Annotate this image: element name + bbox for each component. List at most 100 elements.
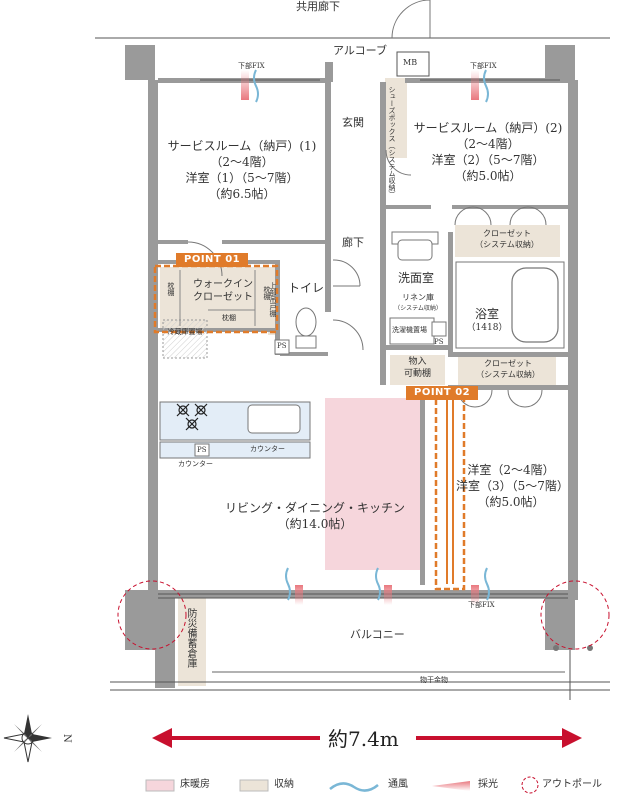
mb-label: MB [403, 58, 418, 67]
balcony-posts [553, 645, 593, 651]
point2-rail [446, 400, 454, 584]
point1-badge: POINT 01 [176, 253, 249, 267]
legend-swatches [145, 776, 539, 794]
balcony-label: バルコニー [350, 628, 405, 641]
service2-line1: サービスルーム（納戸）(2) [413, 121, 563, 135]
walkin-shelves [179, 270, 256, 326]
toilet-tank [295, 335, 317, 349]
toilet-shelf-label: 上部吊戸棚 [269, 282, 277, 317]
walkin-line1: ウォークイン [193, 279, 253, 290]
hanger-label: 物干金物 [420, 676, 448, 684]
service1-line1: サービスルーム（納戸）(1) [167, 139, 317, 153]
point2-badge: POINT 02 [406, 386, 479, 400]
corridor-label: 共用廊下 [296, 0, 340, 13]
storage-small-line1: 物入 [408, 357, 427, 367]
legend-ventilation: 通風 [388, 779, 408, 790]
mb-box [396, 51, 430, 77]
washer-place [389, 317, 435, 345]
linen-line2: （システム収納） [394, 305, 442, 312]
legend-outpole: アウトポール [542, 779, 602, 790]
entrance-label: 玄関 [342, 116, 364, 129]
bedroom3-line1: 洋室（2〜4階） [467, 463, 555, 477]
storage-small-line2: 可動棚 [403, 369, 431, 379]
closet2-area [458, 355, 556, 387]
daylight-arrows [241, 70, 479, 605]
floor-heating-area [325, 398, 425, 570]
fix-right-label: 下部FIX [470, 62, 497, 70]
point1-frame [153, 264, 279, 334]
service1-line4: （約6.5帖） [208, 187, 276, 201]
closet1-line2: （システム収納） [475, 240, 539, 249]
walkin-line2: クローゼット [193, 292, 253, 303]
legend-daylight: 採光 [478, 779, 498, 790]
fridge-space [162, 319, 208, 359]
bath-line2: （1418） [466, 323, 508, 333]
ps1-label: PS [277, 342, 287, 350]
closet-doors-top [454, 206, 547, 226]
stove-icon [176, 403, 208, 431]
walkin-shelf-bottom: 枕棚 [222, 314, 236, 322]
service2-line3: 洋室（2）（5〜7階） [431, 153, 545, 167]
walkin-shelf-left: 枕棚 [167, 282, 175, 296]
shoes-box-area [385, 78, 407, 158]
washer-label: 洗濯機置場 [392, 326, 427, 334]
outpole-right [540, 580, 610, 650]
bedroom3-line3: （約5.0帖） [477, 495, 545, 509]
counter-label: カウンター [250, 445, 285, 453]
door-swings [187, 0, 431, 351]
counter-small-label: カウンター [178, 460, 213, 468]
toilet-shelf-area [268, 275, 278, 335]
service2-room: サービスルーム（納戸）(2) （2〜4階） 洋室（2）（5〜7階） （約5.0帖… [408, 120, 568, 184]
bath-label: 浴室 （1418） [462, 306, 512, 334]
ps-box-2 [431, 321, 447, 337]
storage-vertical-label: 防災備蓄倉庫 [185, 608, 196, 668]
dimension-arrow [152, 724, 582, 754]
linen-line1: リネン庫 [402, 293, 434, 302]
fridge-label: 冷蔵庫置場 [167, 328, 203, 336]
dimension-label: 約7.4m [328, 727, 399, 751]
bath-line1: 浴室 [474, 307, 499, 321]
fix-bottom-label: 下部FIX [468, 601, 495, 609]
compass-icon [3, 714, 52, 763]
toilet-label: トイレ [288, 281, 325, 295]
closet1-line1: クローゼット [483, 229, 531, 238]
ps-box-1 [274, 339, 290, 355]
ps2-label: PS [434, 338, 444, 346]
wash-basin [397, 239, 433, 261]
service2-line4: （約5.0帖） [454, 169, 522, 183]
linen-label: リネン庫 （システム収納） [388, 292, 448, 314]
toilet-bowl [295, 307, 317, 337]
bathtub [511, 267, 559, 343]
closet2-label: クローゼット （システム収納） [458, 358, 558, 380]
closet2-line1: クローゼット [484, 359, 532, 368]
ldk-line2: （約14.0帖） [277, 517, 353, 531]
balcony-edge [110, 650, 610, 700]
closet2-line2: （システム収納） [476, 370, 540, 379]
windows [158, 79, 568, 599]
washroom-label: 洗面室 [398, 271, 435, 285]
bedroom3-line2: 洋室（3）（5〜7階） [456, 479, 569, 493]
storage-small-label: 物入 可動棚 [390, 356, 445, 380]
closet1-label: クローゼット （システム収納） [457, 228, 557, 250]
walkin-shelf-right: 枕棚 [263, 286, 271, 300]
legend-floor-heating: 床暖房 [180, 779, 210, 790]
compass-n: N [61, 734, 72, 743]
ldk-room: リビング・ダイニング・キッチン （約14.0帖） [215, 500, 415, 532]
service1-room: サービスルーム（納戸）(1) （2〜4階） 洋室（1）（5〜7階） （約6.5帖… [162, 138, 322, 202]
alcove-label: アルコーブ [333, 44, 388, 57]
ldk-line1: リビング・ダイニング・キッチン [224, 501, 405, 515]
legend-storage: 収納 [274, 779, 294, 790]
shoes-box-label: シューズボックス（システム収納） [388, 86, 396, 198]
hallway-label: 廊下 [342, 236, 364, 249]
closet1-area [455, 225, 560, 257]
service2-line2: （2〜4階） [456, 137, 520, 151]
bedroom3-room: 洋室（2〜4階） 洋室（3）（5〜7階） （約5.0帖） [456, 462, 569, 510]
walkin-closet-area [160, 267, 275, 329]
ps-box-3 [194, 443, 210, 457]
storage-small-area [390, 355, 445, 385]
fix-left-label: 下部FIX [238, 62, 265, 70]
service1-line2: （2〜4階） [210, 155, 274, 169]
outpole-left [117, 580, 187, 650]
ventilation-arrows [253, 69, 490, 601]
